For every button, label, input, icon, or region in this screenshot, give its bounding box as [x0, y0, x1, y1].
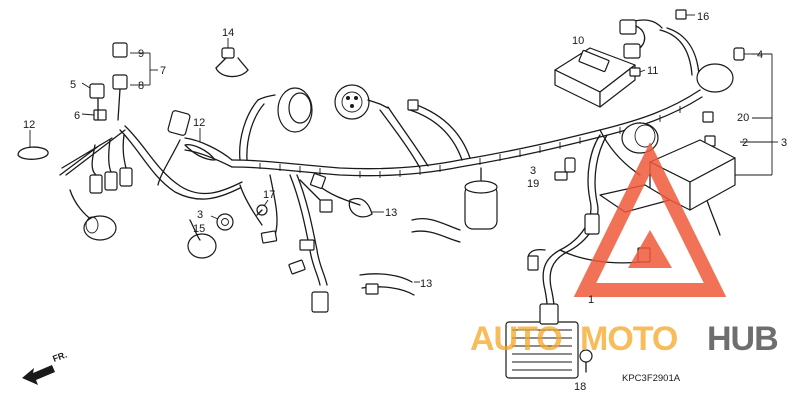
callout-2: 2: [742, 137, 748, 149]
left-connector-cluster: [17, 42, 158, 241]
callout-12-mid: 12: [193, 117, 205, 129]
connector-8-part: [112, 74, 128, 90]
clip-14: [215, 38, 249, 78]
callout-7: 7: [160, 65, 166, 77]
callout-5: 5: [70, 79, 76, 91]
left-mid-parts: [157, 110, 269, 259]
callout-4: 4: [757, 49, 763, 61]
watermark-text-moto: MOTO: [580, 320, 678, 358]
watermark-triangle: [573, 142, 727, 297]
callout-13-upper: 13: [385, 207, 397, 219]
callout-20: 20: [737, 112, 749, 124]
callout-16: 16: [697, 11, 709, 23]
watermark-text-hub: HUB: [707, 320, 778, 358]
watermark-text-auto: AUTO: [470, 320, 562, 358]
callout-8: 8: [138, 80, 144, 92]
watermark-logo: [573, 142, 727, 297]
callout-12-left: 12: [23, 119, 35, 131]
callout-3-center: 3: [530, 165, 536, 177]
callout-14: 14: [222, 27, 234, 39]
callout-18: 18: [574, 381, 586, 393]
callout-1: 1: [588, 294, 594, 306]
connector-6-part: [93, 109, 107, 121]
ecu-assembly: [527, 9, 778, 271]
callout-15: 15: [193, 223, 205, 235]
front-direction-label: FR.: [51, 350, 68, 364]
connector-9-part: [112, 42, 128, 58]
callout-labels: 14 9 8 7 5 6 12 12 3 15 17 13 13 10 11 1…: [23, 11, 787, 393]
callout-13-lower: 13: [420, 278, 432, 290]
regulator-rectifier: [505, 303, 593, 379]
callout-10: 10: [572, 35, 584, 47]
main-wire-harness: [119, 19, 721, 328]
diagram-code: KPC3F2901A: [622, 373, 681, 384]
callout-3-left: 3: [197, 209, 203, 221]
connector-5-part: [89, 83, 105, 99]
callout-6: 6: [74, 110, 80, 122]
callout-3-right: 3: [781, 137, 787, 149]
round-connectors: [257, 84, 419, 133]
callout-19: 19: [527, 178, 539, 190]
center-parts: [260, 167, 498, 313]
watermark-text: AUTO MOTO HUB: [470, 320, 779, 358]
callout-17: 17: [263, 189, 275, 201]
callout-11: 11: [647, 65, 658, 77]
callout-9: 9: [138, 48, 144, 60]
front-direction-arrow: [22, 365, 55, 385]
